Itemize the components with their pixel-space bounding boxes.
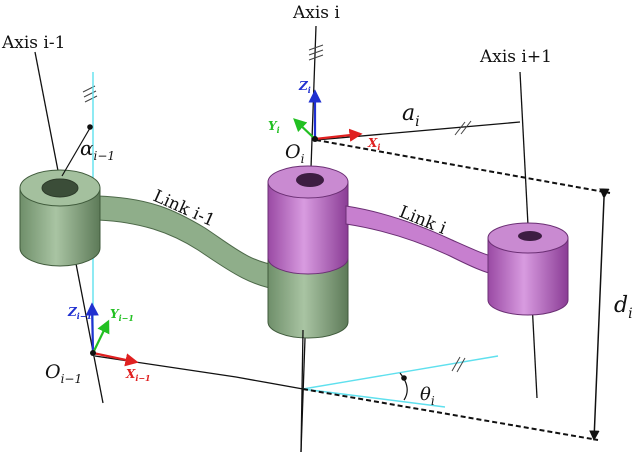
axis-line-i-front: [300, 329, 304, 453]
frame-i-z-label: Zi: [298, 79, 311, 95]
joint-i-cylinder: [267, 165, 349, 339]
alpha-dot: [87, 124, 93, 130]
theta-arc: [399, 372, 408, 401]
frame-prev-y-label: Yi−1: [110, 307, 134, 323]
x-parallel-hash-marks: [451, 356, 466, 373]
frame-prev-y-arrow: [92, 319, 110, 354]
frame-prev: [85, 302, 139, 367]
frame-prev-z-label: Zi−1: [67, 305, 92, 321]
d-dash-bottom: [302, 388, 599, 441]
axis-prev-label: Axis i-1: [1, 33, 65, 53]
origin-prev-label: Oi−1: [45, 361, 82, 386]
a-hash-marks: [454, 120, 472, 136]
frame-prev-z-arrow: [85, 302, 99, 354]
theta-dot: [401, 375, 407, 381]
cyan-parallel-x-line: [302, 355, 499, 408]
alpha-pointer: [61, 127, 91, 177]
theta-label: θi: [420, 384, 435, 408]
frame-i-x-arrow: [314, 128, 363, 142]
frame-prev-x-arrow: [92, 351, 139, 367]
axis-i-label: Axis i: [292, 3, 340, 23]
axis-prev-hash-marks: [82, 85, 98, 103]
frame-i-y-arrow: [293, 118, 316, 140]
axis-i-hash-marks: [308, 44, 324, 61]
origin-i-label: Oi: [285, 141, 305, 166]
common-normal-prev: [94, 355, 304, 390]
d-label: di: [614, 293, 633, 322]
d-dimension-arrow: [589, 188, 610, 442]
d-dash-top: [315, 139, 611, 194]
frame-i-x-label: Xi: [367, 136, 380, 152]
frame-prev-x-label: Xi−1: [125, 367, 151, 383]
frame-i: [293, 89, 363, 142]
axis-next-label: Axis i+1: [479, 47, 552, 67]
joint-next-cylinder: [487, 222, 569, 316]
alpha-label: αi−1: [80, 136, 115, 163]
joint-prev-cylinder: [19, 169, 101, 267]
a-label: ai: [402, 101, 420, 130]
frame-i-y-label: Yi: [268, 119, 280, 135]
